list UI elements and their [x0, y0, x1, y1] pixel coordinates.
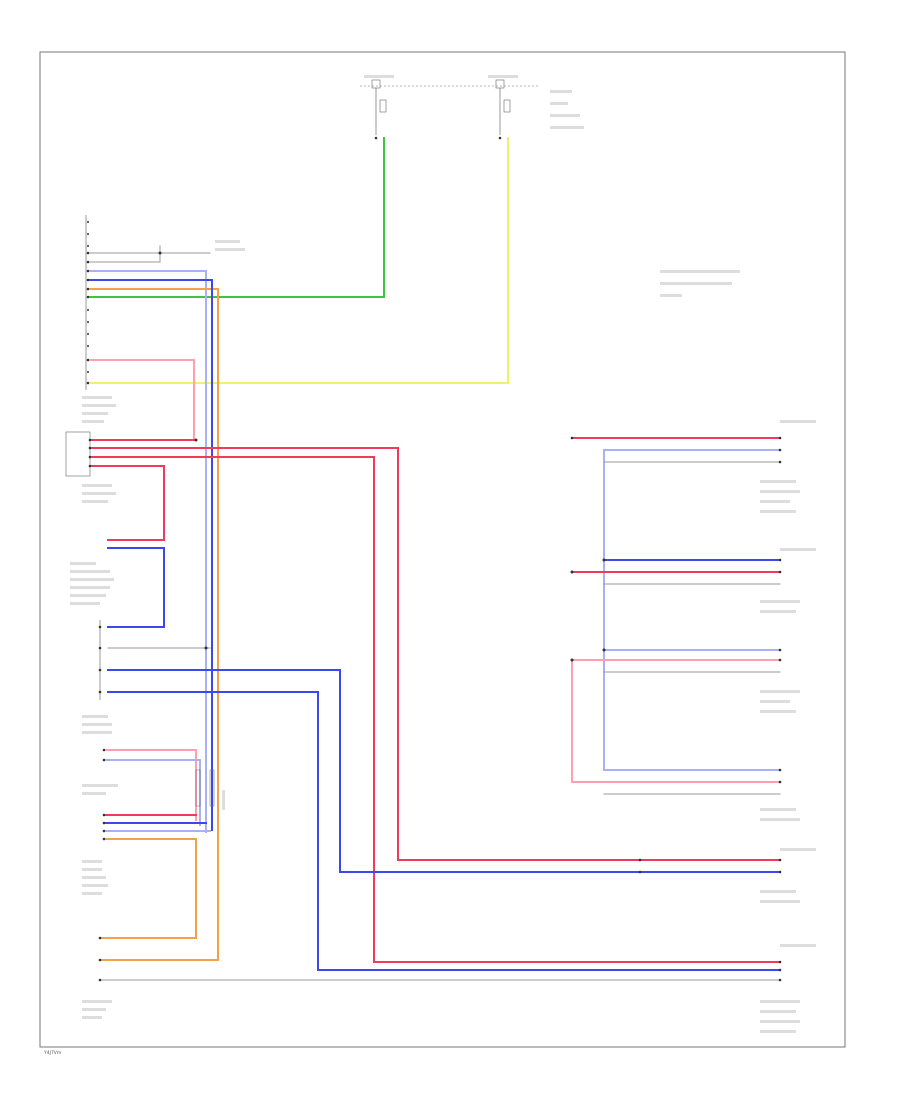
- right-component-4: [603, 768, 800, 821]
- left-component-labels: [70, 484, 118, 1019]
- diagram-code: Y4J7Vm: [43, 1050, 61, 1056]
- wire-red-long-1: [91, 447, 781, 861]
- wire-red-long-2: [91, 456, 781, 963]
- lower-connector-2: [99, 813, 211, 939]
- wire-blue-loop: [107, 547, 165, 628]
- wire-green: [89, 137, 385, 298]
- right-component-1: [570, 420, 816, 771]
- wire-blue-mid: [107, 669, 781, 873]
- wire-orange-trunk: [89, 288, 219, 961]
- ground-wires-top: [89, 240, 245, 263]
- fuse-stack-small: [195, 769, 225, 810]
- right-component-2: [570, 548, 816, 613]
- connector-block-2: [65, 431, 92, 477]
- wire-pink-upper: [89, 359, 195, 441]
- wire-blue-trunk: [89, 270, 207, 833]
- right-component-3: [570, 648, 800, 783]
- right-component-5: [638, 848, 816, 903]
- wire-yellow: [89, 137, 509, 384]
- wire-blue-trunk-2: [89, 279, 213, 831]
- right-component-6: [760, 944, 816, 1033]
- diagram-border: [39, 51, 846, 1048]
- wire-blue-low: [107, 691, 781, 971]
- wire-red-down: [91, 465, 165, 541]
- fuse-block-top: [360, 75, 584, 140]
- legend: [660, 270, 740, 297]
- main-connector-pins: [82, 215, 116, 423]
